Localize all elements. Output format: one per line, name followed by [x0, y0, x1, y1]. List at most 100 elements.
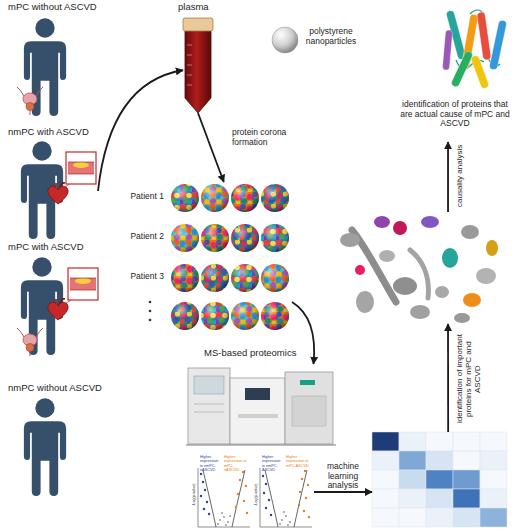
heatmap-art-part: [399, 470, 426, 489]
volcano-plot-art-part: [287, 524, 289, 526]
plasma-tube-art: [183, 18, 213, 113]
heatmap-art-part: [426, 451, 453, 470]
node-text: nmPC with ASCVD: [8, 127, 128, 138]
flow-arrow: [447, 324, 449, 432]
arrow-label: protein corona formation: [232, 128, 296, 147]
heart-icon: [48, 183, 68, 204]
nanoparticle: polystyrene nanoparticles: [272, 27, 298, 53]
corona-spheres-part: [201, 302, 229, 330]
heatmap-art-part: [426, 508, 453, 527]
corona-spheres-part: [231, 302, 259, 330]
heatmap-art-part: [372, 451, 399, 470]
patient-group: nmPC with ASCVD: [18, 141, 98, 241]
heatmap-art-part: [426, 489, 453, 508]
artery-inset: [68, 268, 98, 300]
heatmap-art-part: [480, 489, 507, 508]
plasma-tube: plasma: [183, 18, 213, 113]
volcano-plot-art-part: [200, 473, 202, 475]
volcano-plot-art-part: [198, 527, 250, 528]
target-protein-art-part: [470, 55, 489, 90]
nanoparticle-sphere: [272, 27, 298, 53]
corona-spheres-part: [201, 264, 229, 292]
heatmap-art-part: [372, 489, 399, 508]
mass-spectrometer-art: [186, 368, 336, 445]
volcano-plot-art-part: [223, 516, 225, 518]
volcano-plot-art-part: [283, 511, 285, 513]
heatmap-art-part: [453, 451, 480, 470]
volcano-plot-art-part: [298, 504, 300, 506]
volcano-plot-art-part: [245, 485, 247, 487]
corona-spheres-part: [261, 264, 289, 292]
mass-spectrometer-art-part: [245, 388, 270, 400]
volcano-plot-art-part: [219, 519, 221, 521]
plasma-tube-art-part: [183, 18, 213, 31]
protein-cluster-art-part: [379, 250, 395, 262]
node-text: MS-based proteomics: [204, 348, 324, 359]
volcano-plot-art-part: [200, 495, 202, 497]
artery-inset: [66, 152, 96, 184]
volcano-plot-art-part: [202, 481, 204, 483]
mass-spectrometer-art-part: [194, 404, 224, 405]
volcano-plot-art-part: [221, 512, 223, 514]
volcano-plot-art-part: [208, 513, 210, 515]
node-text: Higher expression in mPC-nASCVD: [224, 455, 248, 472]
heatmap-art-part: [399, 508, 426, 527]
corona-spheres-part: [201, 184, 229, 212]
heatmap-art-part: [453, 432, 480, 451]
corona-spheres-part: [171, 184, 199, 212]
arrow-label: causality analysis: [456, 140, 465, 212]
volcano-plot-art-part: [268, 499, 270, 501]
node-text: nmPC without ASCVD: [8, 383, 128, 394]
prostate-icon: [17, 87, 43, 115]
node-text: mPC without ASCVD: [8, 2, 128, 13]
flow-arrow: [98, 70, 183, 191]
corona-spheres-part: [149, 301, 152, 304]
corona-spheres-part: [231, 264, 259, 292]
heatmap-art-part: [453, 508, 480, 527]
corona-spheres-part: [231, 302, 259, 330]
node-text: Patient 1: [124, 192, 164, 202]
corona-spheres-part: [171, 264, 199, 292]
flow-arrow: [314, 491, 372, 493]
protein-cluster-art-part: [461, 225, 479, 239]
corona-spheres-part: [231, 224, 259, 252]
corona-spheres-part: [201, 184, 229, 212]
flow-arrow: [198, 113, 224, 182]
heatmap-art-part: [426, 432, 453, 451]
volcano-plot-art-part: [263, 492, 265, 494]
volcano-plot-art-part: [265, 507, 267, 509]
volcano-plot-art-part: [229, 515, 231, 517]
node-text: -Log(p-value): [192, 475, 196, 515]
protein-cluster-art-part: [476, 268, 496, 284]
volcano-plot-art-part: [265, 470, 307, 527]
node-text: polystyrene nanoparticles: [300, 27, 362, 46]
protein-corona-grid: Patient 1Patient 2Patient 3: [168, 182, 292, 332]
protein-cluster-art-part: [463, 293, 481, 307]
volcano-plot-art-part: [304, 470, 306, 472]
volcano-plot-art-part: [242, 471, 244, 473]
volcano-plot-art-part: [246, 512, 248, 514]
mass-spectrometer-art-part: [194, 376, 224, 394]
corona-spheres-part: [261, 224, 289, 252]
heatmap-art: [372, 432, 507, 527]
corona-spheres-part: [261, 302, 289, 330]
target-protein-art: [442, 10, 507, 90]
patient-group: mPC with ASCVD: [18, 256, 100, 358]
volcano-plot-art-part: [217, 523, 219, 525]
corona-spheres-part: [231, 224, 259, 252]
volcano-plot-art-part: [281, 519, 283, 521]
node-text: Higher expression in mPC-ASCVD: [286, 455, 310, 468]
protein-cluster-art-part: [393, 221, 407, 235]
mass-spectrometer-art-part: [285, 372, 333, 444]
corona-spheres-part: [261, 184, 289, 212]
corona-spheres-part: [201, 224, 229, 252]
heatmap-art-part: [372, 432, 399, 451]
volcano-plot-art-part: [239, 479, 241, 481]
volcano-plot-art-part: [225, 524, 227, 526]
mass-spectrometer-art-part: [230, 378, 285, 444]
node-text: -Log(p-value): [254, 475, 258, 515]
corona-spheres-part: [171, 224, 199, 252]
protein-cluster-art: [340, 216, 498, 323]
volcano-plot-art-part: [308, 516, 310, 518]
